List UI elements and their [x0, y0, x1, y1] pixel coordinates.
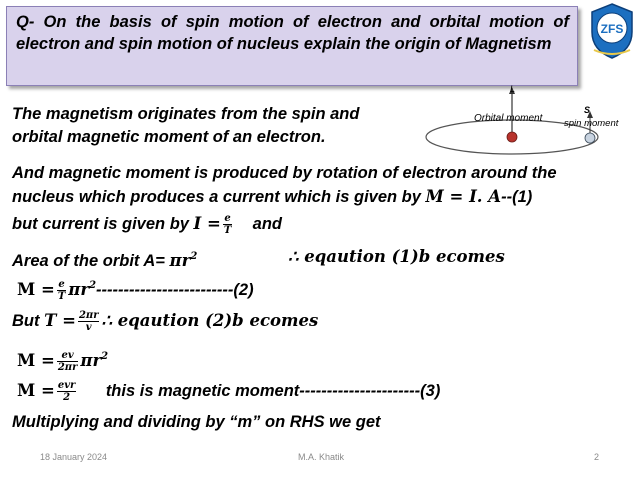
line6-math: πr [169, 251, 191, 270]
nucleus [506, 131, 518, 143]
axis-arrow-icon [509, 87, 515, 94]
line7-math: πr [68, 280, 90, 299]
line10-lhs: M = [17, 381, 55, 400]
body-line-3: And magnetic moment is produced by rotat… [12, 164, 557, 182]
line4-equation: M = I. A [425, 187, 502, 206]
line10-tail: this is magnetic moment-----------------… [105, 382, 441, 400]
electron [584, 132, 596, 144]
line7-numerator: e [58, 279, 65, 291]
line5-denominator: T [222, 224, 233, 237]
school-logo-icon: ZFS [591, 3, 633, 59]
line4-tail: --(1) [501, 188, 533, 206]
line5-numerator: e [224, 213, 231, 225]
line5-tail: and [252, 215, 282, 233]
logo-lettering: ZFS [601, 22, 624, 36]
body-line-4: nucleus which produces a current which i… [12, 187, 532, 207]
line7-exponent: 2 [89, 280, 97, 291]
line8-numerator: 2πr [78, 310, 99, 322]
spin-symbol: S [584, 105, 590, 115]
line9-exponent: 2 [101, 351, 109, 362]
line7-denominator: T [56, 290, 67, 303]
line8-tail: ∴ eqaution (2)b ecomes [101, 311, 319, 330]
body-line-6: Area of the orbit A= πr2 ∴ eqaution (1)b… [12, 247, 505, 271]
line6-therefore: ∴ eqaution (1)b ecomes [288, 247, 505, 266]
line7-lhs: M = [17, 280, 55, 299]
spin-arrow-icon [587, 111, 593, 118]
body-line-2: orbital magnetic moment of an electron. [12, 128, 326, 146]
line6-text: Area of the orbit A= [12, 252, 170, 270]
line8-lhs: T = [44, 311, 76, 330]
footer-author: M.A. Khatik [298, 452, 345, 462]
axis-label: L [510, 84, 515, 94]
line8-text: But [12, 312, 45, 330]
line9-denominator: 2πr [56, 361, 79, 374]
line6-exponent: 2 [190, 251, 198, 262]
question-text: Q- On the basis of spin motion of electr… [16, 13, 569, 53]
spin-moment-label: spin moment [564, 118, 619, 129]
line7-tail: -------------------------(2) [96, 281, 254, 299]
line5-lhs: I = [193, 214, 221, 233]
body-line-11: Multiplying and dividing by “m” on RHS w… [12, 413, 381, 431]
line4-text: nucleus which produces a current which i… [12, 188, 426, 206]
line9-lhs: M = [17, 351, 55, 370]
footer-date: 18 January 2024 [40, 452, 108, 462]
body-line-1: The magnetism originates from the spin a… [12, 105, 360, 123]
footer-page-number: 2 [594, 452, 600, 462]
line9-math: πr [80, 351, 102, 370]
orbit-diagram: L S Orbital moment spin moment [425, 84, 619, 155]
line10-denominator: 2 [56, 391, 77, 403]
line5-text: but current is given by [12, 215, 194, 233]
line8-denominator: v [77, 321, 100, 333]
line10-numerator: evr [57, 380, 76, 392]
question-box: Q- On the basis of spin motion of electr… [6, 6, 578, 86]
orbital-moment-label: Orbital moment [474, 113, 544, 124]
line9-numerator: ev [61, 350, 74, 362]
